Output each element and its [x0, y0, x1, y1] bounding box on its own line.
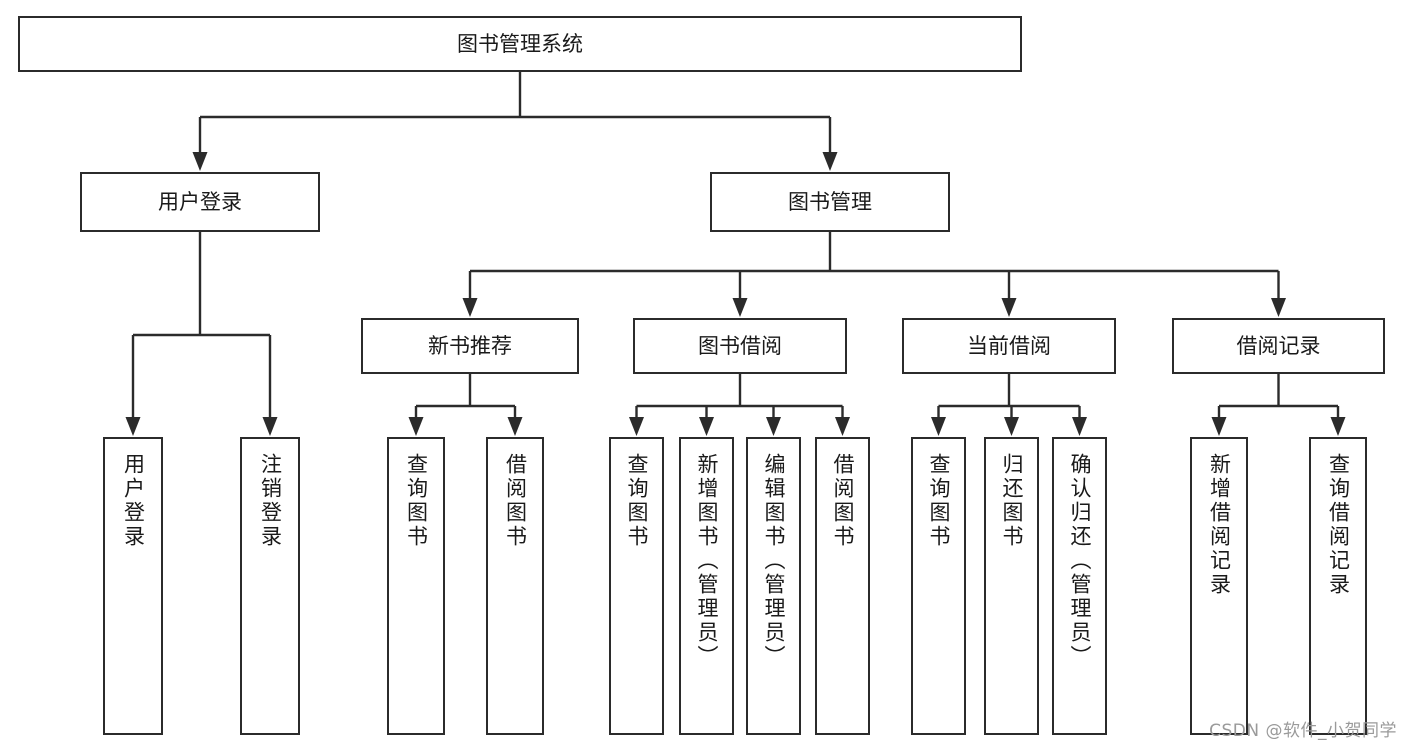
- arrowhead-icon: [1072, 417, 1087, 436]
- node-borrow-record[interactable]: 借阅记录: [1172, 318, 1385, 374]
- arrowhead-icon: [629, 417, 644, 436]
- node-leaf-user-login[interactable]: 用户登录: [103, 437, 163, 735]
- node-label: 图书借阅: [698, 333, 782, 358]
- node-leaf-query-book-2[interactable]: 查询图书: [609, 437, 664, 735]
- node-label: 用户登录: [121, 453, 146, 549]
- node-label: 新增借阅记录: [1207, 453, 1232, 597]
- node-leaf-query-book-1[interactable]: 查询图书: [387, 437, 445, 735]
- node-label: 借阅记录: [1236, 333, 1321, 358]
- node-label: 图书管理系统: [457, 31, 583, 56]
- node-label: 借阅图书: [831, 453, 855, 549]
- node-label: 注销登录: [258, 453, 283, 549]
- node-current-borrow[interactable]: 当前借阅: [902, 318, 1116, 374]
- arrowhead-icon: [835, 417, 850, 436]
- node-label: 查询图书: [404, 453, 429, 549]
- node-label: 确认归还（管理员）: [1068, 453, 1092, 669]
- node-label: 编辑图书（管理员）: [762, 453, 786, 669]
- node-label: 查询借阅记录: [1326, 453, 1351, 597]
- arrowhead-icon: [507, 417, 523, 436]
- node-book-manage[interactable]: 图书管理: [710, 172, 950, 232]
- node-label: 新增图书（管理员）: [695, 453, 719, 669]
- arrowhead-icon: [822, 152, 838, 171]
- node-label: 新书推荐: [428, 333, 512, 358]
- node-leaf-add-record[interactable]: 新增借阅记录: [1190, 437, 1248, 735]
- node-user-login[interactable]: 用户登录: [80, 172, 320, 232]
- node-label: 借阅图书: [503, 453, 528, 549]
- watermark: CSDN @软件_小贺同学: [1209, 721, 1397, 741]
- node-book-borrow[interactable]: 图书借阅: [633, 318, 847, 374]
- node-label: 用户登录: [158, 189, 242, 214]
- node-leaf-confirm-return[interactable]: 确认归还（管理员）: [1052, 437, 1107, 735]
- node-leaf-return-book[interactable]: 归还图书: [984, 437, 1039, 735]
- arrowhead-icon: [1211, 417, 1227, 436]
- node-label: 查询图书: [927, 453, 951, 549]
- arrowhead-icon: [931, 417, 946, 436]
- arrowhead-icon: [462, 298, 478, 317]
- node-leaf-borrow-book-2[interactable]: 借阅图书: [815, 437, 870, 735]
- arrowhead-icon: [262, 417, 278, 436]
- arrowhead-icon: [1330, 417, 1346, 436]
- arrowhead-icon: [699, 417, 714, 436]
- arrowhead-icon: [1271, 298, 1286, 317]
- node-leaf-borrow-book-1[interactable]: 借阅图书: [486, 437, 544, 735]
- arrowhead-icon: [732, 298, 748, 317]
- node-new-book-rec[interactable]: 新书推荐: [361, 318, 579, 374]
- arrowhead-icon: [766, 417, 781, 436]
- node-root[interactable]: 图书管理系统: [18, 16, 1022, 72]
- arrowhead-icon: [1001, 298, 1017, 317]
- node-leaf-query-record[interactable]: 查询借阅记录: [1309, 437, 1367, 735]
- arrowhead-icon: [408, 417, 424, 436]
- node-label: 当前借阅: [967, 333, 1051, 358]
- node-leaf-user-logout[interactable]: 注销登录: [240, 437, 300, 735]
- node-leaf-edit-book[interactable]: 编辑图书（管理员）: [746, 437, 801, 735]
- node-leaf-query-book-3[interactable]: 查询图书: [911, 437, 966, 735]
- node-label: 归还图书: [1000, 453, 1024, 549]
- node-label: 图书管理: [788, 189, 872, 214]
- node-leaf-add-book[interactable]: 新增图书（管理员）: [679, 437, 734, 735]
- node-label: 查询图书: [625, 453, 649, 549]
- arrowhead-icon: [1004, 417, 1019, 436]
- arrowhead-icon: [125, 417, 141, 436]
- arrowhead-icon: [192, 152, 208, 171]
